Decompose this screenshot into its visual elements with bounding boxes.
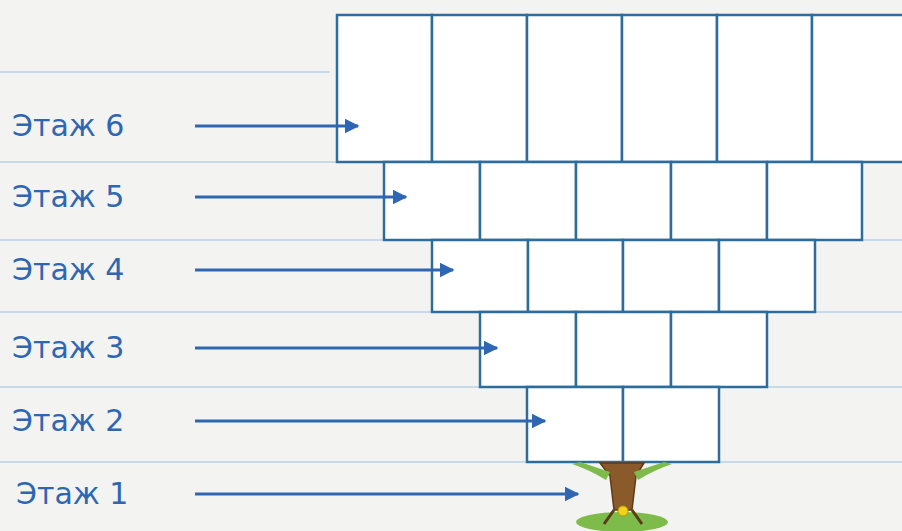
floor-label: Этаж 5 xyxy=(12,179,124,215)
floor-label: Этаж 1 xyxy=(16,476,128,512)
tree-icon xyxy=(572,462,672,531)
floor-label: Этаж 6 xyxy=(12,108,124,144)
floor-label: Этаж 3 xyxy=(12,330,124,366)
floor-label: Этаж 2 xyxy=(12,403,124,439)
floor-boxes xyxy=(337,15,902,462)
pointer-arrows xyxy=(195,126,578,494)
floor-label: Этаж 4 xyxy=(12,252,124,288)
